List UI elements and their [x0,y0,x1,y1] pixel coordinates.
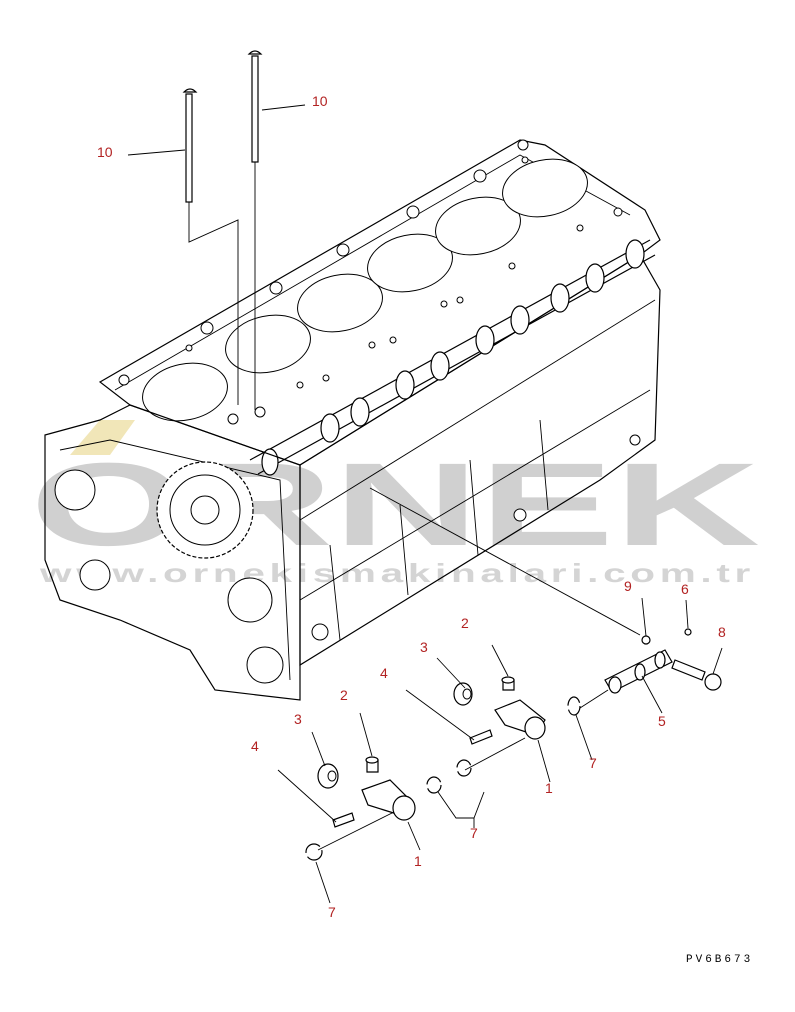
callout-1-lower: 1 [414,853,422,869]
callout-6: 6 [681,581,689,597]
callout-10-long-bolt: 10 [312,93,328,109]
tappet-upper [426,676,546,794]
callout-5: 5 [658,713,666,729]
snap-ring-7-right [567,696,581,716]
callout-4-lower: 4 [251,738,259,754]
callout-10-short-bolt: 10 [97,144,113,160]
head-bolt-long [247,50,263,410]
watermark-brand: ORNEK [30,439,760,571]
callout-2-upper: 2 [461,615,469,631]
callout-4-upper: 4 [380,665,388,681]
callout-8: 8 [718,624,726,640]
bolt-8 [671,659,706,681]
leader-lines-parts [277,597,723,904]
watermark-url: www.ornekismakinalari.com.tr [38,558,755,588]
cylinder-block [44,139,661,701]
callout-7-lower: 7 [328,904,336,920]
callout-3-upper: 3 [420,639,428,655]
drawing-code: PV6B673 [686,954,753,966]
callout-3-lower: 3 [294,711,302,727]
callout-1-upper: 1 [545,780,553,796]
watermark: ORNEK www.ornekismakinalari.com.tr [30,420,760,588]
callout-7-right: 7 [589,755,597,771]
ball-6 [684,628,692,636]
shaft-5 [579,649,673,709]
head-bolt-short [182,88,239,405]
leader-lines-bolts [127,104,306,156]
callout-9: 9 [624,578,632,594]
camshaft [249,239,656,476]
tappet-lower [305,756,416,861]
callout-2-lower: 2 [340,687,348,703]
callout-7-middle: 7 [470,825,478,841]
shaft-assembly [305,487,722,861]
watermark-logo-mark [70,420,135,455]
ball-9 [641,635,651,645]
